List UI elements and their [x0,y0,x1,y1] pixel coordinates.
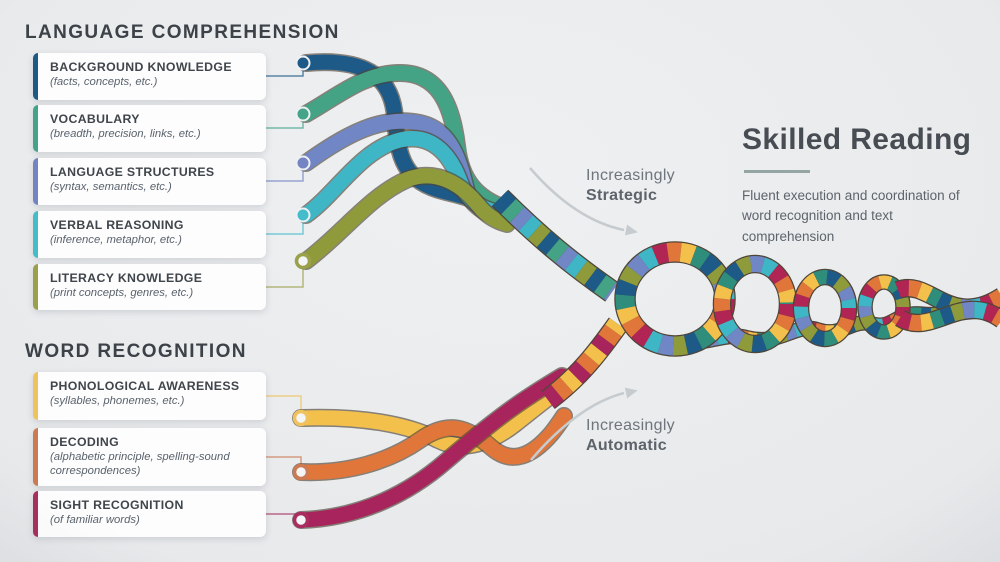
automatic-arrowhead-icon [624,387,638,399]
skilled-reading-title: Skilled Reading [742,123,972,156]
cool-twist-rope [491,189,619,302]
card-subtitle: (of familiar words) [50,514,140,527]
annotation-arrows [529,167,638,461]
language-comprehension-heading: LANGUAGE COMPREHENSION [25,22,340,43]
annotation-line1: Increasingly [586,417,675,434]
card-vocabulary: VOCABULARY (breadth, precision, links, e… [33,105,266,152]
strand-sight-recognition [293,368,570,528]
card-verbal-reasoning: VERBAL REASONING (inference, metaphor, e… [33,211,266,258]
connector-literacy-knowledge [265,264,304,288]
connector-language-structures [265,166,304,182]
anchor-phonological-awareness [292,409,310,427]
annotation-line1: Increasingly [586,167,675,184]
increasingly-strategic-label: Increasingly Strategic [586,166,675,205]
card-decoding: DECODING (alphabetic principle, spelling… [33,428,266,486]
connector-phonological-awareness [265,395,302,415]
strand-anchors [292,55,312,529]
card-color-bar [33,105,38,152]
card-color-bar [33,491,38,537]
card-title: VOCABULARY [50,112,140,126]
connector-verbal-reasoning [265,218,304,235]
anchor-sight-recognition [292,511,310,529]
skilled-reading-description: Fluent execution and coordination of wor… [742,188,960,244]
strand-literacy-knowledge [298,168,515,269]
increasingly-automatic-label: Increasingly Automatic [586,416,675,455]
card-subtitle: (facts, concepts, etc.) [50,76,158,89]
anchor-language-structures [295,155,311,171]
anchor-decoding [292,463,310,481]
card-title: PHONOLOGICAL AWARENESS [50,379,240,393]
card-color-bar [33,211,38,258]
card-literacy-knowledge: LITERACY KNOWLEDGE (print concepts, genr… [33,264,266,310]
title-divider [744,170,810,173]
card-color-bar [33,158,38,205]
card-subtitle: (print concepts, genres, etc.) [50,287,194,300]
card-subtitle: (syntax, semantics, etc.) [50,181,172,194]
card-subtitle: (inference, metaphor, etc.) [50,234,182,247]
anchor-verbal-reasoning [295,207,311,223]
card-subtitle: (alphabetic principle, spelling-sound co… [50,451,230,478]
automatic-arrow [530,391,625,461]
rope-loop-2 [712,254,798,354]
rope-loop-3 [792,268,858,348]
warm-strands [292,367,573,529]
card-language-structures: LANGUAGE STRUCTURES (syntax, semantics, … [33,158,266,205]
cool-strands [297,53,517,270]
card-title: SIGHT RECOGNITION [50,498,184,512]
card-title: DECODING [50,435,120,449]
rope-tail-lower [895,300,1000,333]
skilled-reading-panel: Skilled Reading Fluent execution and coo… [742,123,977,247]
card-sight-recognition: SIGHT RECOGNITION (of familiar words) [33,491,266,537]
anchor-literacy-knowledge [294,252,312,270]
strategic-arrow [529,167,625,232]
card-subtitle: (breadth, precision, links, etc.) [50,128,201,141]
anchor-vocabulary [295,106,311,122]
card-title: VERBAL REASONING [50,218,184,232]
card-title: BACKGROUND KNOWLEDGE [50,60,232,74]
card-subtitle: (syllables, phonemes, etc.) [50,395,185,408]
anchor-background-knowledge [295,55,311,71]
card-background-knowledge: BACKGROUND KNOWLEDGE (facts, concepts, e… [33,53,266,100]
card-color-bar [33,372,38,420]
strategic-arrowhead-icon [624,224,638,236]
card-title: LITERACY KNOWLEDGE [50,271,203,285]
card-color-bar [33,264,38,310]
annotation-line2: Automatic [586,436,667,454]
card-phonological-awareness: PHONOLOGICAL AWARENESS (syllables, phone… [33,372,266,420]
warm-twist-rope [541,317,628,409]
word-recognition-heading: WORD RECOGNITION [25,341,247,362]
annotation-line2: Strategic [586,186,658,204]
card-title: LANGUAGE STRUCTURES [50,165,215,179]
rope-loop-4 [857,274,911,340]
connector-lines [265,66,304,517]
rope-loop-1 [614,241,736,357]
card-color-bar [33,428,38,486]
card-color-bar [33,53,38,100]
